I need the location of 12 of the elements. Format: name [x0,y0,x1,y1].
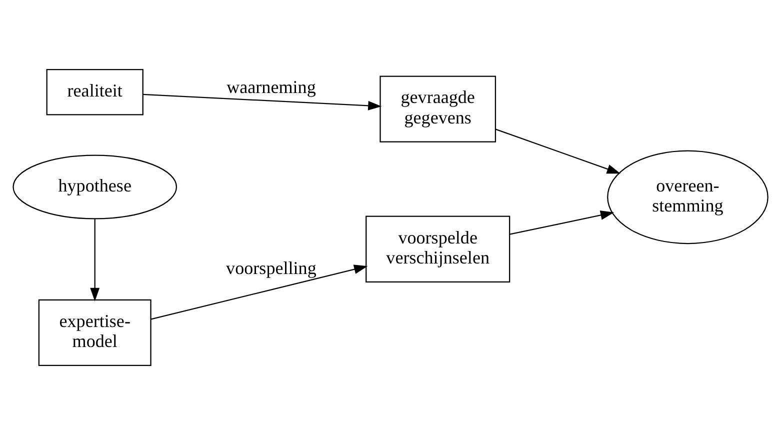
edge-label: waarneming [226,76,316,97]
edge-label: voorspelling [226,257,316,278]
node-box: voorspelde verschijnselen [366,215,510,282]
node-box: expertise- model [38,298,152,366]
arrow [150,264,368,320]
arrow [509,210,614,234]
arrow [90,218,100,301]
arrow [495,128,621,174]
node-ellipse: hypothese [12,154,178,219]
arrow [142,93,382,110]
node-box: realiteit [46,68,144,115]
node-box: gevraagde gegevens [380,75,496,142]
